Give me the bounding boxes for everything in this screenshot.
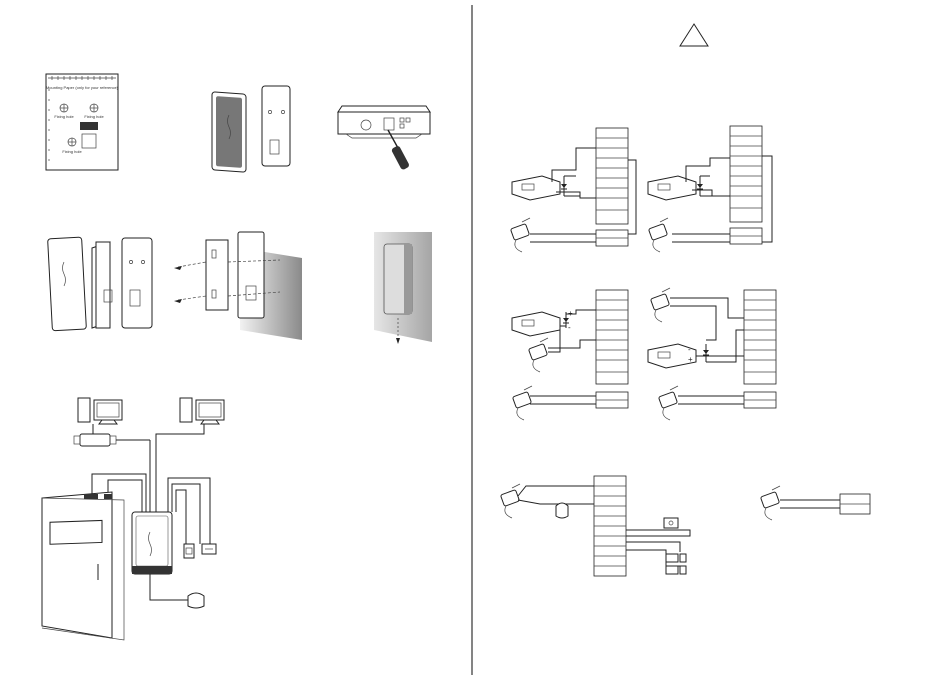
plus-sign: + (688, 355, 693, 364)
terminal-block-a2 (730, 126, 762, 244)
door-lock-icon (512, 312, 560, 336)
power-adapter-icon (658, 386, 678, 420)
terminal-block-c2 (840, 494, 870, 514)
power-adapter-icon (528, 338, 548, 372)
terminal-block-a1 (596, 128, 628, 246)
exit-button-icon (666, 554, 686, 562)
alarm-siren-icon (188, 593, 204, 608)
rs485-converter (74, 434, 116, 446)
door-lock-icon (512, 176, 560, 200)
fixing-hole-label-right: Fixing hole (84, 114, 104, 119)
diode-icon (561, 176, 567, 196)
warning-triangle-icon (680, 24, 708, 46)
door (42, 492, 124, 640)
doorbell-icon (664, 518, 678, 528)
reader-mounting-parts (48, 237, 152, 331)
terminal-block-b1 (596, 290, 628, 408)
alarm-siren-icon (556, 503, 568, 518)
computer-icon (180, 398, 224, 424)
exit-button-icon (184, 544, 194, 558)
screwdriver-icon (388, 130, 410, 170)
reader-exploded-view (212, 86, 290, 172)
door-lock-icon (648, 176, 696, 200)
wiring-diagram-c2 (780, 500, 840, 508)
terminal-block-b2 (744, 290, 776, 408)
power-adapter-icon (512, 386, 532, 420)
reader-installed-on-wall (374, 232, 432, 344)
door-sensor-icon (202, 544, 216, 554)
power-adapter-icon (500, 484, 520, 518)
fixing-hole-label-left: Fixing hole (54, 114, 74, 119)
diode-icon (697, 176, 703, 196)
wall-mounting (174, 232, 302, 340)
power-adapter-icon (510, 218, 530, 252)
terminal-block-c1 (594, 476, 626, 576)
power-adapter-icon (650, 288, 670, 322)
computer-icon (78, 398, 122, 424)
door-sensor-icon (666, 566, 686, 574)
minus-sign: - (568, 323, 571, 332)
access-controller (132, 512, 172, 574)
power-adapter-icon (648, 218, 668, 252)
diode-icon (703, 344, 709, 362)
mounting-template: Mounting Paper (only for your reference)… (46, 74, 119, 170)
reader-bottom-view (338, 106, 430, 138)
template-title: Mounting Paper (only for your reference) (46, 85, 119, 90)
fixing-hole-label-bottom: Fixing hole (62, 149, 82, 154)
power-adapter-icon (760, 486, 780, 520)
minus-sign: - (688, 345, 691, 354)
